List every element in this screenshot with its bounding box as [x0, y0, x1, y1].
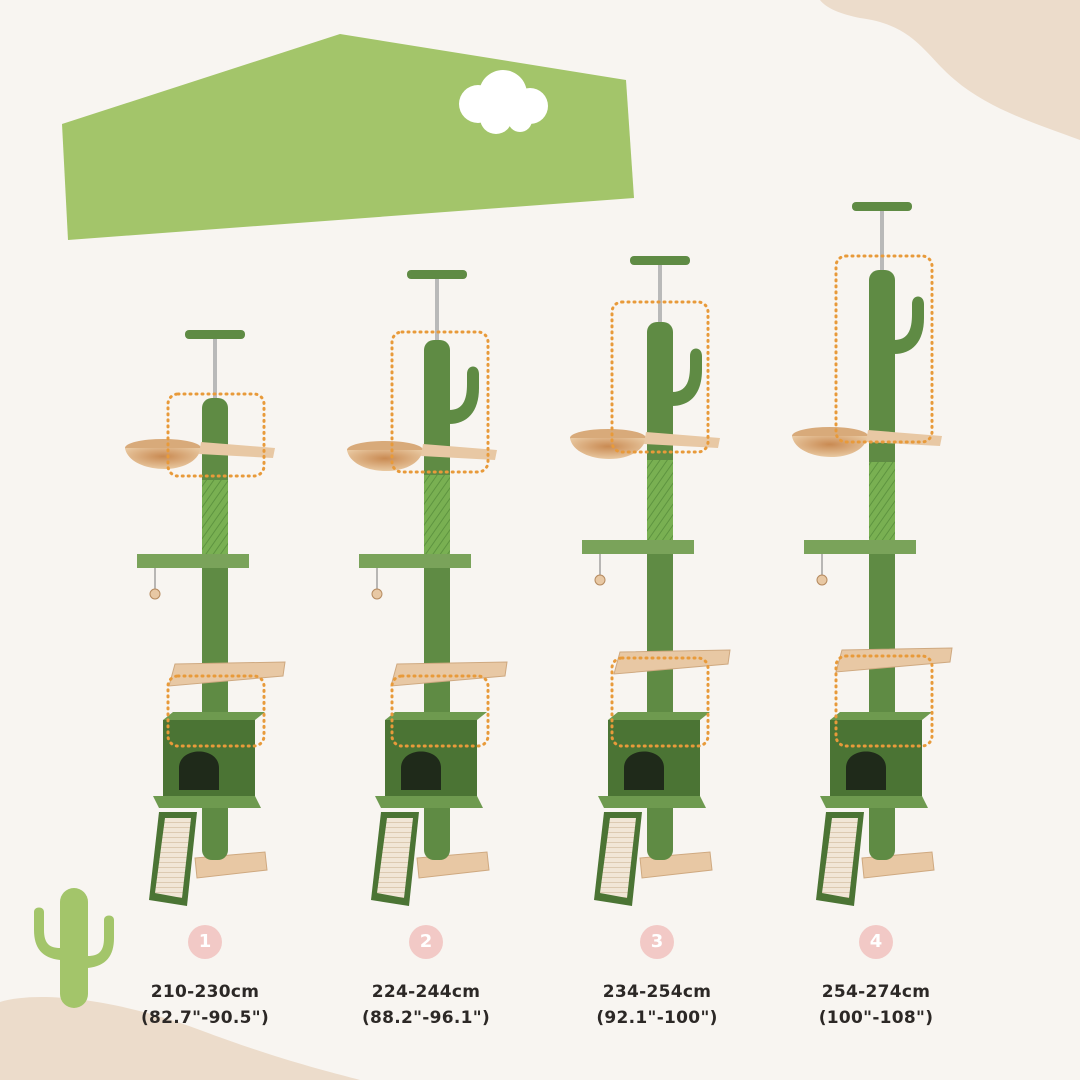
- highlight-upper: [610, 300, 710, 454]
- condo-step: [153, 796, 261, 808]
- adjustable-rod: [658, 264, 662, 330]
- sisal-wrap: [424, 475, 450, 560]
- lower-platform: [835, 647, 953, 673]
- highlight-lower: [390, 674, 490, 748]
- upper-perch: [199, 442, 275, 458]
- middle-platform: [804, 540, 916, 554]
- condo-top: [385, 712, 487, 720]
- condo-step: [598, 796, 706, 808]
- highlight-lower: [834, 654, 934, 748]
- decorative-blob-bottom: [0, 997, 360, 1080]
- condo-top: [163, 712, 265, 720]
- cactus-arm: [449, 366, 479, 424]
- height-cm: 254-274cm: [821, 982, 931, 1002]
- height-cm: 234-254cm: [602, 982, 712, 1002]
- condo-step: [375, 796, 483, 808]
- ceiling-cap: [407, 270, 467, 279]
- toy-ball: [816, 574, 828, 586]
- cat-tree-4: [792, 202, 953, 906]
- variant-caption-3: 3 234-254cm (92.1"-100"): [557, 925, 757, 1031]
- variant-caption-4: 4 254-274cm (100"-108"): [776, 925, 976, 1031]
- ramp-carpet: [600, 818, 636, 898]
- cactus-arm: [894, 296, 924, 354]
- height-cm: 210-230cm: [150, 982, 260, 1002]
- banner-shape: [62, 34, 634, 240]
- highlight-lower: [166, 674, 266, 748]
- condo-entrance: [624, 751, 664, 790]
- sisal-wrap: [869, 462, 895, 548]
- ramp-carpet: [155, 818, 191, 898]
- condo-top: [608, 712, 710, 720]
- height-in: (100"-108"): [818, 1008, 934, 1028]
- height-in: (92.1"-100"): [596, 1008, 718, 1028]
- upper-perch: [421, 444, 497, 460]
- hammock-basket: [570, 438, 646, 460]
- height-in: (88.2"-96.1"): [361, 1008, 491, 1028]
- cloud-icon: [459, 70, 548, 134]
- height-in: (82.7"-90.5"): [140, 1008, 270, 1028]
- toy-ball: [594, 574, 606, 586]
- condo-entrance: [401, 751, 441, 790]
- ramp-carpet: [377, 818, 413, 898]
- variant-number-badge: 3: [640, 925, 674, 959]
- height-cm: 224-244cm: [371, 982, 481, 1002]
- cat-tree-2: [347, 270, 508, 906]
- cactus-illustration: [34, 888, 114, 1008]
- sisal-wrap: [647, 460, 673, 548]
- middle-platform: [359, 554, 471, 568]
- highlight-lower: [610, 656, 710, 748]
- sisal-wrap: [202, 480, 228, 562]
- lower-platform: [390, 661, 508, 687]
- decorative-blob-top-right: [820, 0, 1080, 140]
- condo-top: [830, 712, 932, 720]
- hammock-basket: [347, 450, 423, 472]
- ceiling-cap: [630, 256, 690, 265]
- highlight-upper: [166, 392, 266, 478]
- hammock-basket: [125, 448, 201, 470]
- variant-number-badge: 1: [188, 925, 222, 959]
- middle-platform: [582, 540, 694, 554]
- cat-tree-3: [570, 256, 731, 906]
- cactus-arm: [672, 348, 702, 406]
- condo-step: [820, 796, 928, 808]
- upper-perch: [644, 432, 720, 448]
- highlight-upper: [390, 330, 490, 474]
- adjustable-rod: [213, 338, 217, 406]
- cat-tree-1: [125, 330, 286, 906]
- adjustable-rod: [435, 278, 439, 348]
- cat-trees: [125, 202, 953, 906]
- variant-caption-2: 2 224-244cm (88.2"-96.1"): [326, 925, 526, 1031]
- variant-number-badge: 4: [859, 925, 893, 959]
- condo-entrance: [179, 751, 219, 790]
- toy-ball: [371, 588, 383, 600]
- adjustable-rod: [880, 210, 884, 278]
- lower-platform: [613, 649, 731, 675]
- toy-ball: [149, 588, 161, 600]
- middle-platform: [137, 554, 249, 568]
- ramp-carpet: [822, 818, 858, 898]
- condo-entrance: [846, 751, 886, 790]
- highlight-upper: [834, 254, 934, 444]
- variant-caption-1: 1 210-230cm (82.7"-90.5"): [105, 925, 305, 1031]
- variant-number-badge: 2: [409, 925, 443, 959]
- hammock-basket: [792, 436, 868, 458]
- ceiling-cap: [852, 202, 912, 211]
- ceiling-cap: [185, 330, 245, 339]
